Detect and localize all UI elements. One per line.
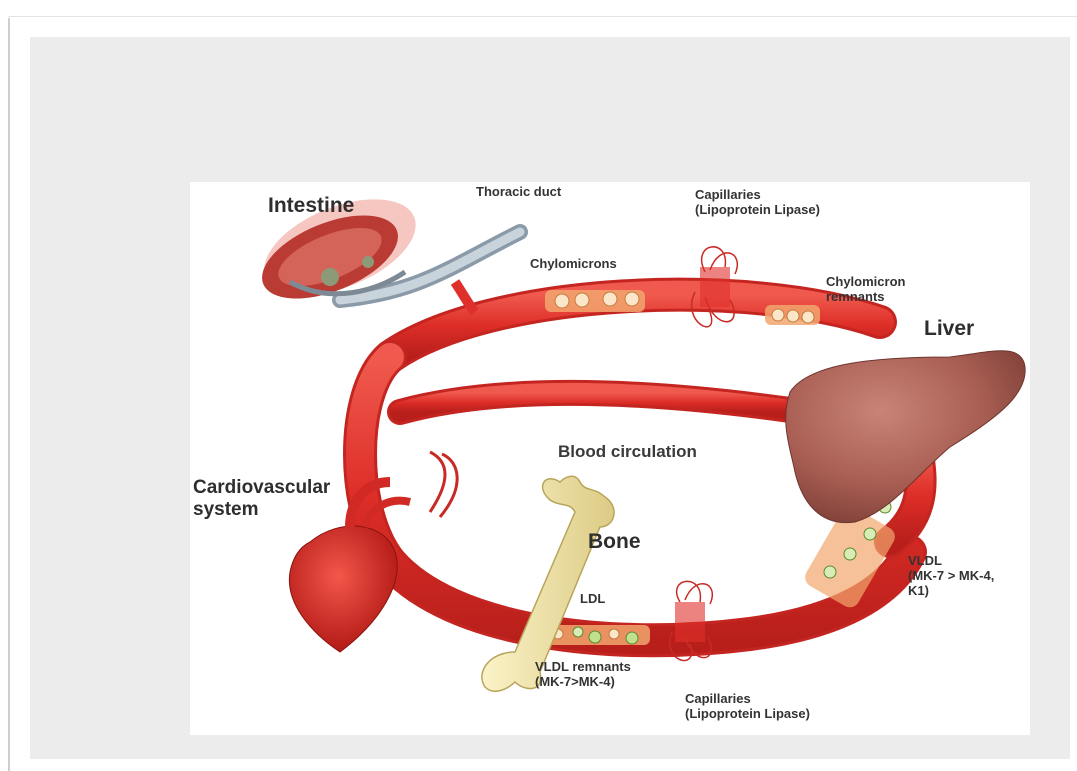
capillaries-bottom-label: Capillaries (Lipoprotein Lipase): [685, 692, 810, 722]
top-border: [8, 16, 1077, 17]
intestine-label: Intestine: [268, 194, 354, 218]
thoracic-duct-label: Thoracic duct: [476, 185, 561, 200]
remnant-particles: [765, 305, 820, 325]
cardiovascular-system-label: Cardiovascular system: [193, 477, 330, 521]
vldl-remnants-label: VLDL remnants (MK-7>MK-4): [535, 660, 631, 690]
vitamin-k-transport-diagram: Intestine Thoracic duct Capillaries (Lip…: [190, 182, 1030, 735]
capillaries-top-label: Capillaries (Lipoprotein Lipase): [695, 188, 820, 218]
chylomicron-remnants-label: Chylomicron remnants: [826, 275, 905, 305]
slide-panel: Intestine Thoracic duct Capillaries (Lip…: [30, 37, 1070, 759]
liver-label: Liver: [924, 317, 974, 341]
blood-circulation-label: Blood circulation: [558, 442, 697, 462]
chylomicrons-label: Chylomicrons: [530, 257, 617, 272]
left-border: [8, 18, 10, 771]
ldl-label: LDL: [580, 592, 605, 607]
chylomicron-particles: [545, 290, 645, 312]
bone-label: Bone: [588, 530, 641, 554]
ldl-particles: [545, 625, 650, 645]
vldl-label: VLDL (MK-7 > MK-4, K1): [908, 554, 994, 599]
